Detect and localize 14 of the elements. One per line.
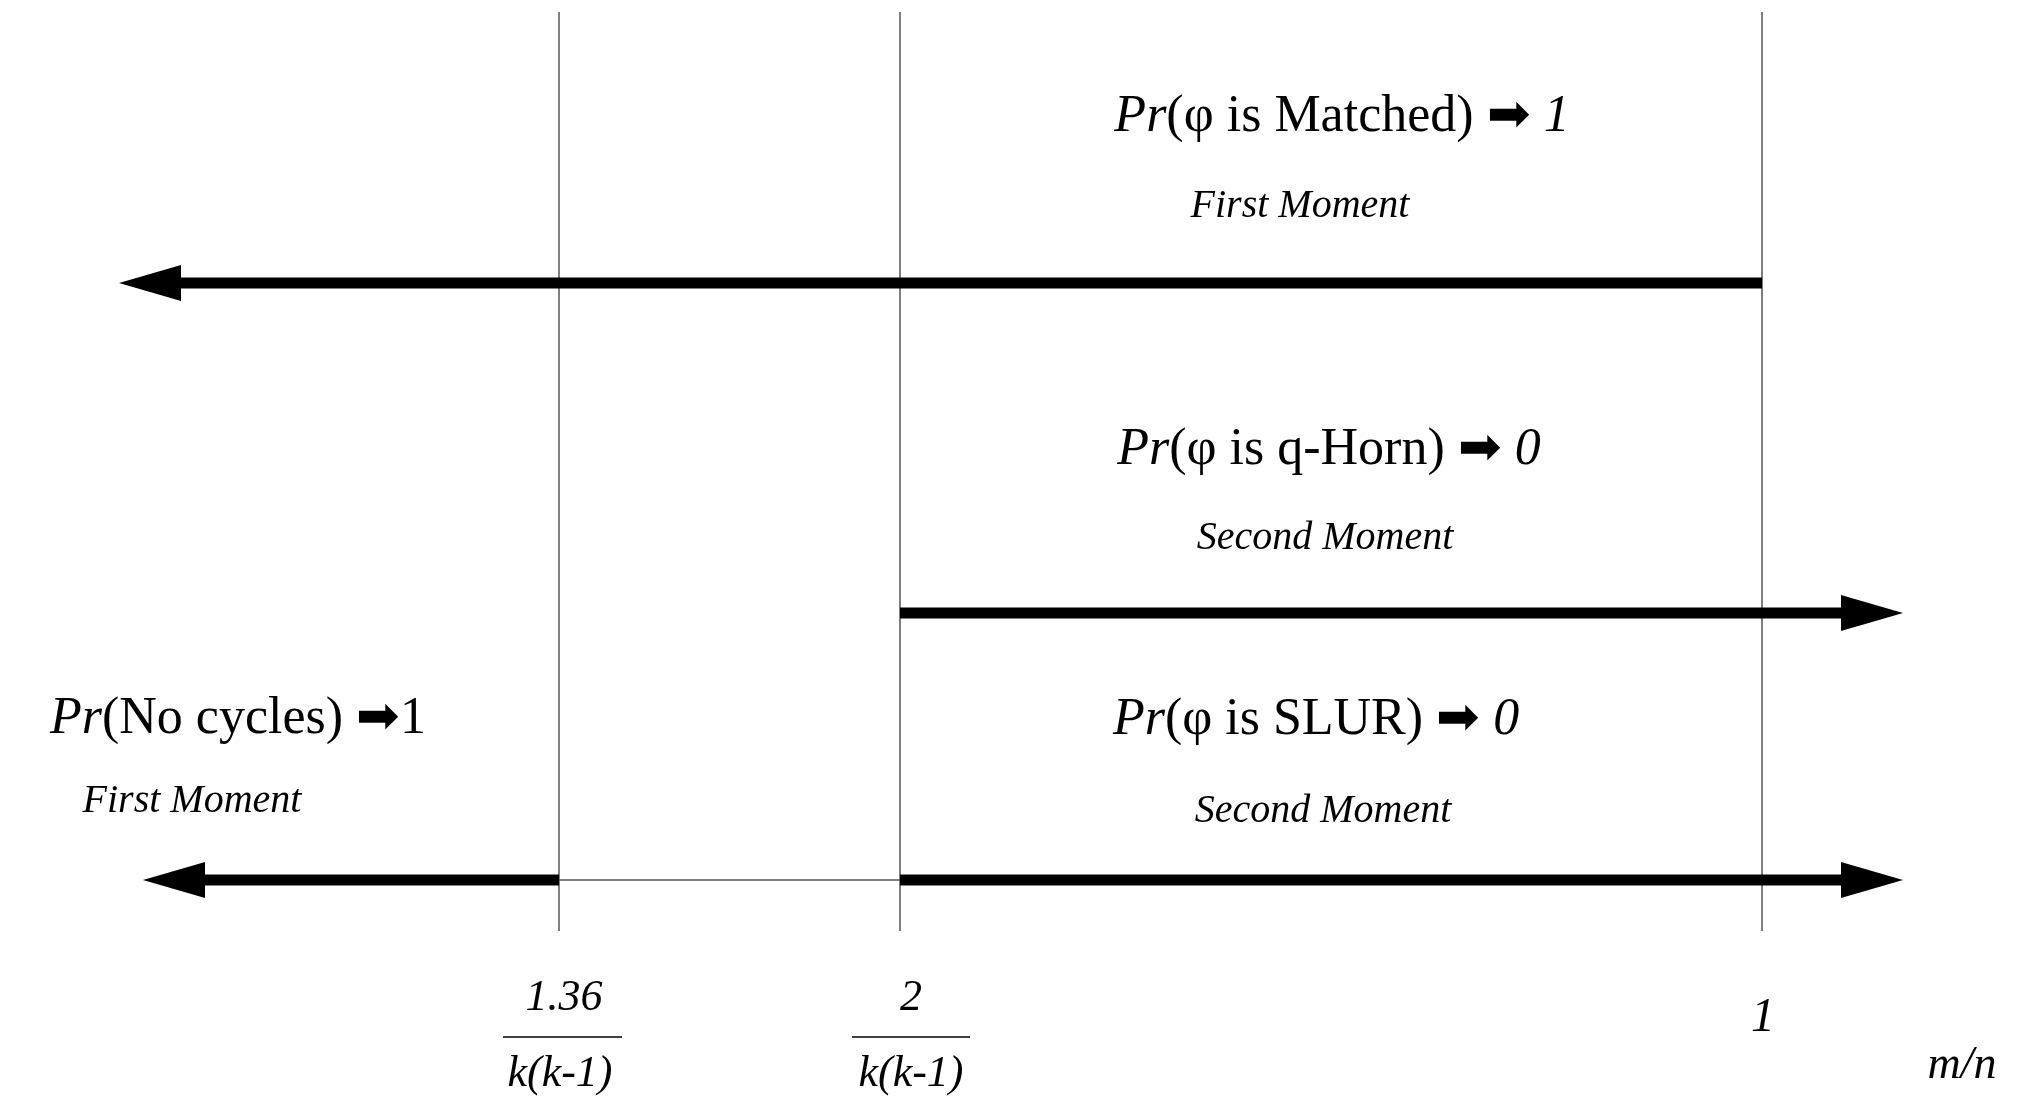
probability-statement: Pr(φ is SLUR) ➡ 0 xyxy=(1112,691,1520,743)
method-note: First Moment xyxy=(82,779,302,819)
fraction-denominator: k(k-1) xyxy=(507,1050,613,1094)
probability-statement: Pr(φ is Matched) ➡ 1 xyxy=(1114,88,1570,140)
axis-title: m/n xyxy=(1927,1040,1997,1086)
probability-statement: Pr(φ is q-Horn) ➡ 0 xyxy=(1117,421,1541,473)
probability-statement: Pr(No cycles) ➡1 xyxy=(49,690,427,742)
method-note: Second Moment xyxy=(1194,789,1452,829)
axis-tick-label: 1 xyxy=(1751,991,1775,1039)
method-note: First Moment xyxy=(1190,184,1410,224)
fraction-numerator: 1.36 xyxy=(525,974,603,1018)
fraction-denominator: k(k-1) xyxy=(858,1050,964,1094)
fraction-numerator: 2 xyxy=(900,974,922,1018)
method-note: Second Moment xyxy=(1196,516,1454,556)
